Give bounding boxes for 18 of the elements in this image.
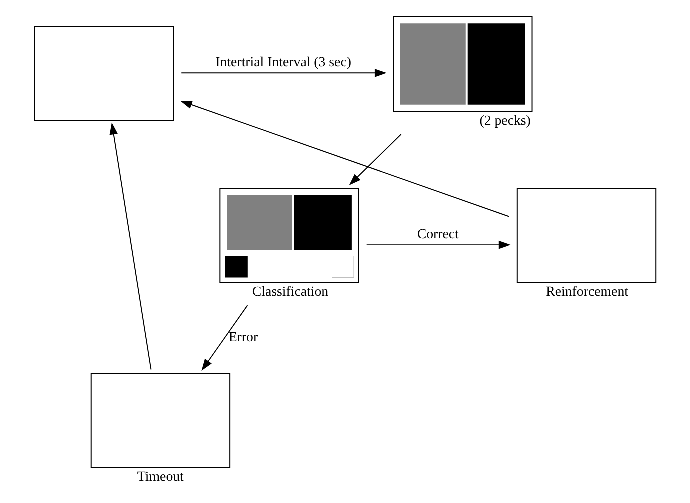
node-label: Reinforcement: [546, 284, 628, 300]
edge-label: Correct: [416, 227, 458, 242]
node-label: (2 pecks): [479, 114, 530, 129]
arrow: [109, 122, 152, 370]
edge-label: Error: [228, 330, 258, 346]
arrow: [348, 134, 402, 186]
node-box: [90, 373, 230, 468]
node-label: Timeout: [136, 470, 184, 486]
arrow: [201, 305, 248, 372]
node-box: [516, 188, 656, 284]
node-label: Classification: [252, 284, 328, 300]
edge-label: Intertrial Interval (3 sec): [215, 55, 351, 70]
node-box: [34, 26, 174, 122]
node-box: [392, 16, 532, 112]
arrow: [180, 69, 386, 78]
arrow: [180, 100, 510, 218]
arrow: [366, 240, 510, 250]
node-box: [219, 188, 359, 284]
